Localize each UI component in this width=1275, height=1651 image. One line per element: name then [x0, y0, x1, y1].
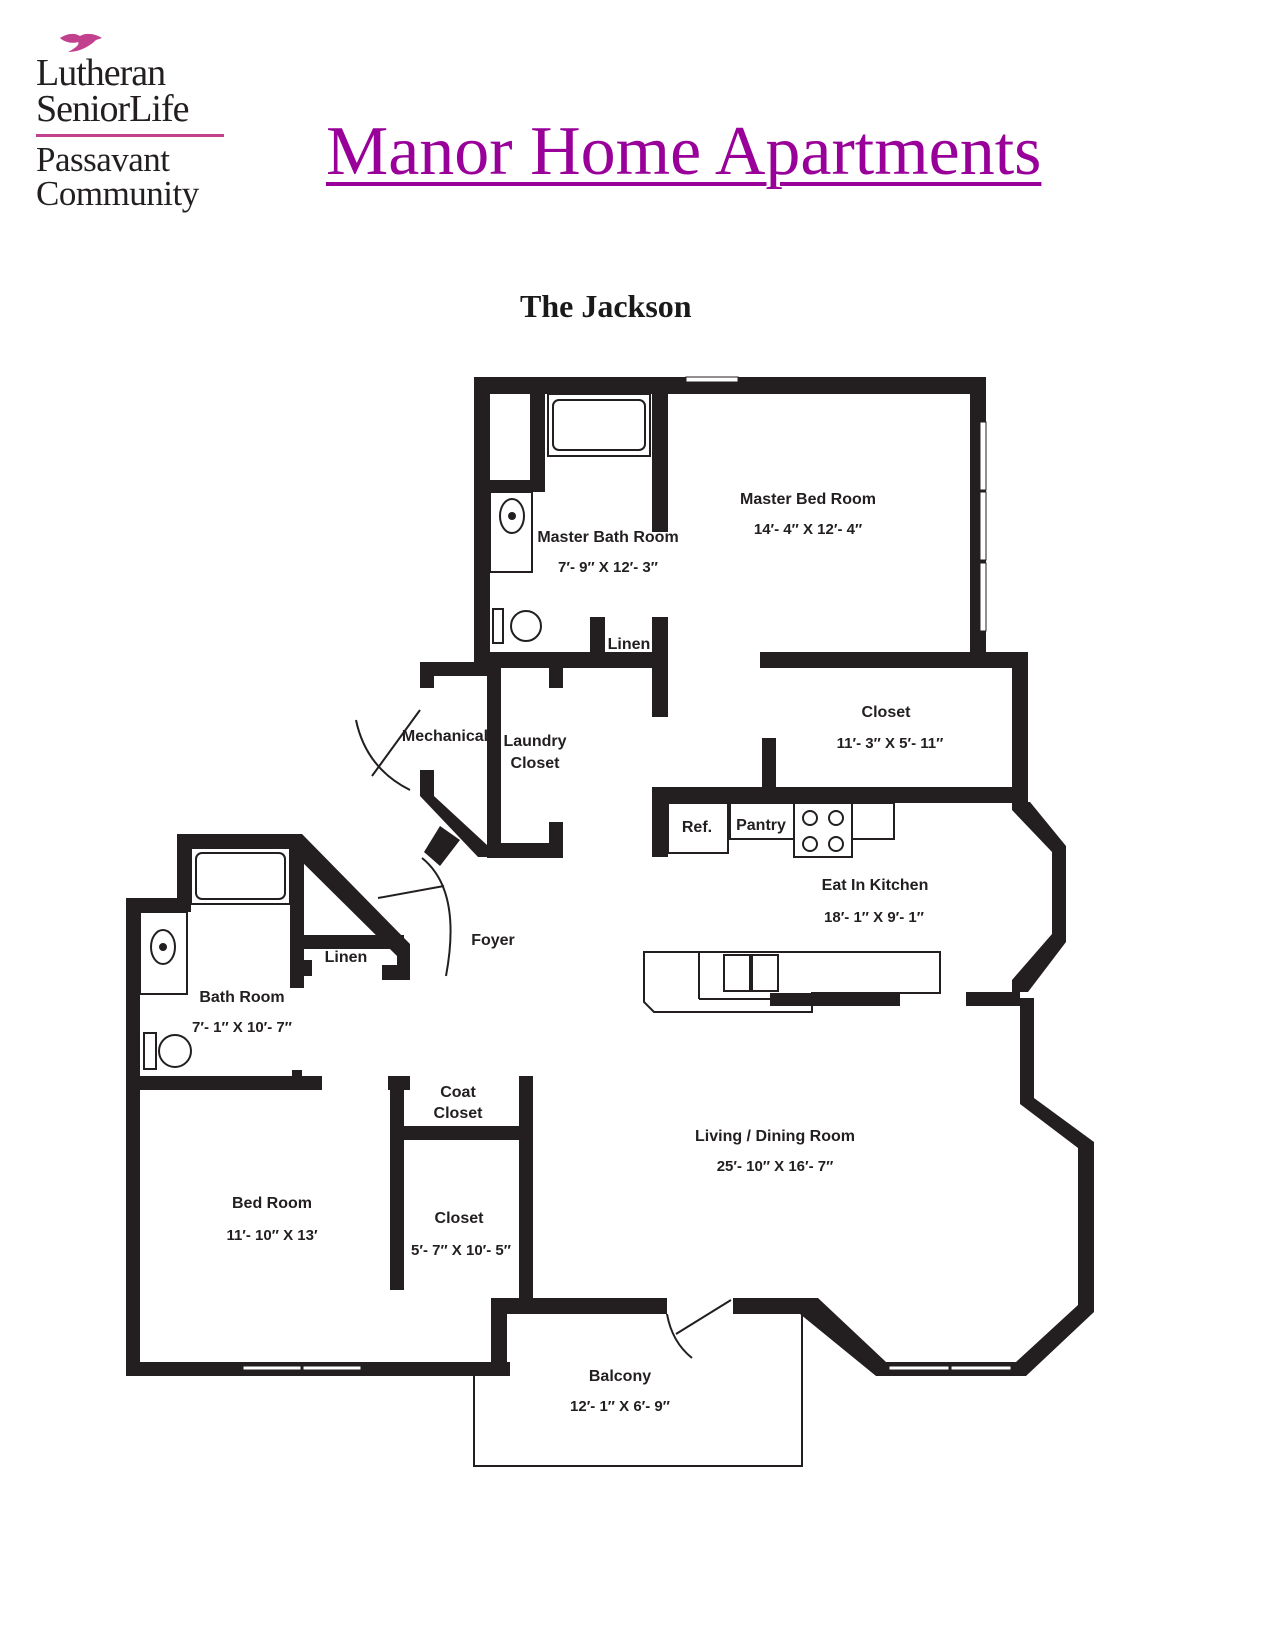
- bedroom-closet-size: 5′- 7″ X 10′- 5″: [411, 1242, 511, 1259]
- bathroom-size: 7′- 1″ X 10′- 7″: [192, 1019, 292, 1036]
- page-title: Manor Home Apartments: [326, 113, 1042, 190]
- foyer-label: Foyer: [471, 932, 515, 949]
- walls: [126, 377, 1094, 1376]
- master-bath-label: Master Bath Room: [537, 529, 678, 546]
- master-closet-label: Closet: [862, 704, 912, 721]
- bedroom-size: 11′- 10″ X 13′: [226, 1227, 318, 1244]
- fixtures: [139, 393, 941, 1467]
- bathroom-label: Bath Room: [199, 989, 284, 1006]
- logo-line-community: Community: [36, 174, 199, 213]
- coat-closet-label-line2: Closet: [434, 1105, 484, 1122]
- logo-line-seniorlife: SeniorLife: [36, 88, 190, 130]
- mechanical-label: Mechanical: [402, 728, 488, 745]
- laundry-label-line2: Closet: [511, 755, 561, 772]
- pantry-label: Pantry: [736, 817, 786, 834]
- kitchen-label: Eat In Kitchen: [822, 877, 929, 894]
- laundry-label-line1: Laundry: [503, 733, 566, 750]
- master-bedroom-size: 14′- 4″ X 12′- 4″: [754, 521, 862, 538]
- bedroom-label: Bed Room: [232, 1195, 312, 1212]
- dove-icon: [60, 33, 102, 52]
- living-dining-label: Living / Dining Room: [695, 1128, 855, 1145]
- windows: [242, 376, 1012, 1371]
- floor-plan-name: The Jackson: [520, 288, 692, 324]
- master-closet-size: 11′- 3″ X 5′- 11″: [837, 735, 944, 752]
- kitchen-size: 18′- 1″ X 9′- 1″: [824, 909, 924, 926]
- logo-line-passavant: Passavant: [36, 140, 170, 179]
- master-bath-size: 7′- 9″ X 12′- 3″: [558, 559, 658, 576]
- coat-closet-label-line1: Coat: [440, 1084, 476, 1101]
- living-dining-size: 25′- 10″ X 16′- 7″: [717, 1158, 834, 1175]
- logo-line-lutheran: Lutheran: [36, 52, 166, 94]
- logo-divider: [36, 134, 224, 137]
- room-labels: Master Bed Room 14′- 4″ X 12′- 4″ Master…: [192, 491, 943, 1415]
- balcony-size: 12′- 1″ X 6′- 9″: [570, 1398, 670, 1415]
- bedroom-closet-label: Closet: [435, 1210, 485, 1227]
- master-linen-label: Linen: [608, 636, 651, 653]
- hall-linen-label: Linen: [325, 949, 368, 966]
- master-bedroom-label: Master Bed Room: [740, 491, 876, 508]
- refrigerator-label: Ref.: [682, 819, 712, 836]
- balcony-label: Balcony: [589, 1368, 651, 1385]
